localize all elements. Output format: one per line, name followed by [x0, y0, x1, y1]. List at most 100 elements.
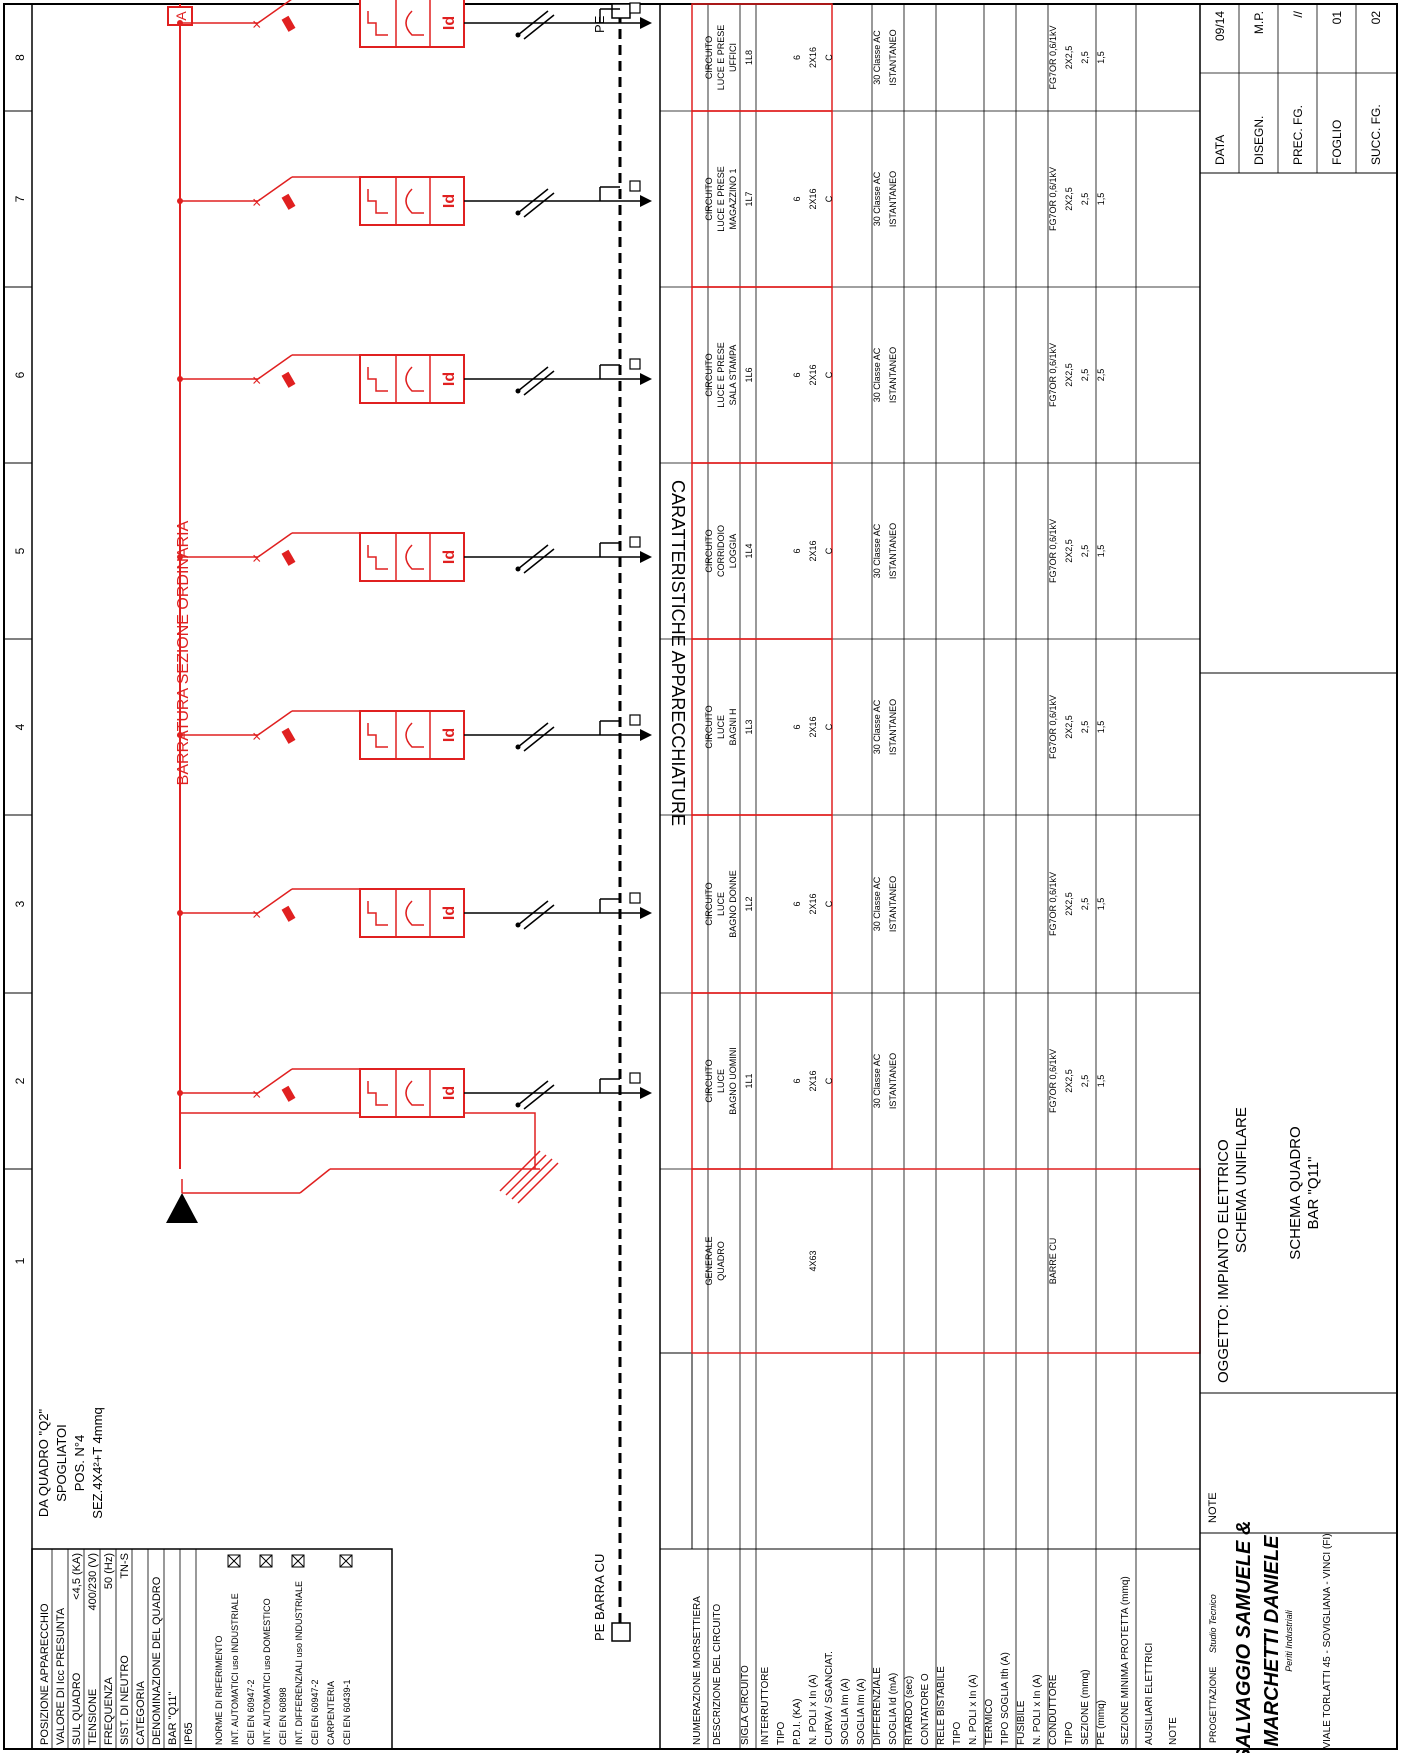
row-label: CONTATORE O	[920, 1673, 931, 1745]
circuit-conductor: FG7OR 0,6/1kV	[1048, 25, 1058, 89]
incoming-line: DA QUADRO "Q2"	[36, 1409, 51, 1518]
row-label: DIFFERENZIALE	[872, 1667, 883, 1745]
circuit-poli: 2X16	[808, 364, 818, 385]
incoming-cable-tick-4	[517, 1162, 559, 1204]
row-label: N. POLI x In (A)	[968, 1674, 979, 1745]
row-label: SEZIONE (mmq)	[1080, 1669, 1091, 1745]
circuit-pe: 2,5	[1080, 51, 1090, 64]
incoming-line: SPOGLIATOI	[54, 1424, 69, 1502]
terminal-box-icon	[629, 2, 641, 14]
terminal-box-icon	[629, 714, 641, 726]
breaker-operator-icon	[281, 1085, 296, 1102]
circuit-id: 30 Classe AC	[872, 171, 882, 226]
busbar-label: BARRATURA SEZIONE ORDINARIA	[175, 520, 192, 785]
circuit-pe: 2,5	[1080, 1075, 1090, 1088]
circuit-pe: 2,5	[1080, 193, 1090, 206]
circuit-sezione-min: 1,5	[1096, 51, 1106, 64]
circuit-sigla: 1L3	[744, 719, 754, 734]
title-field-label: FOGLIO	[1330, 120, 1344, 165]
circuit-description: LUCE	[716, 715, 726, 739]
column-number: 6	[13, 371, 27, 378]
circuit-pdi: 6	[792, 372, 802, 377]
row-label: P.D.I. (KA)	[792, 1699, 803, 1746]
circuit-description: LUCE	[716, 892, 726, 916]
circuit-ritardo: ISTANTANEO	[888, 171, 898, 227]
info-label: SIST. DI NEUTRO	[119, 1655, 131, 1745]
circuit-sezione: 2X2,5	[1064, 715, 1074, 739]
circuit-description: GENERALE	[704, 1236, 714, 1285]
progettazione-label: PROGETTAZIONE	[1208, 1667, 1218, 1743]
circuit-description: MAGAZZINO 1	[728, 168, 738, 229]
info-block: POSIZIONE APPARECCHIO VALORE DI Icc PRESU…	[31, 1548, 393, 1750]
circuit-sezione: 2X2,5	[1064, 1069, 1074, 1093]
row-label: DESCRIZIONE DEL CIRCUITO	[712, 1604, 723, 1745]
row-label: N. POLI x In (A)	[808, 1674, 819, 1745]
breaker-x-icon: ×	[249, 20, 266, 29]
circuit-poli: 2X16	[808, 188, 818, 209]
circuit-description: BAGNO DONNE	[728, 870, 738, 938]
row-label: SEZIONE MINIMA PROTETTA (mmq)	[1120, 1576, 1131, 1745]
circuit-pe: 2,5	[1080, 369, 1090, 382]
circuit-conductor: FG7OR 0,6/1kV	[1048, 343, 1058, 407]
circuit-description: LUCE E PRESE	[716, 342, 726, 408]
circuit-branch: × Id	[177, 532, 652, 582]
row-label: N. POLI x In (A)	[1032, 1674, 1043, 1745]
table-header: CARATTERISTICHE APPARECCHIATURE	[668, 480, 688, 826]
circuit-curva: C	[824, 547, 834, 554]
pe-bar-label: PE BARRA CU	[592, 1554, 607, 1641]
info-label: BAR "Q11"	[167, 1691, 179, 1745]
terminal-arrow-icon	[640, 907, 652, 919]
circuit-sezione-min: 1,5	[1096, 193, 1106, 206]
row-labels: NUMERAZIONE MORSETTIERA DESCRIZIONE DEL C…	[692, 1576, 1179, 1745]
info-label: CATEGORIA	[135, 1680, 147, 1745]
differential-id-icon: Id	[441, 550, 458, 564]
row-label: TIPO	[776, 1721, 787, 1745]
incoming-feed-line	[180, 1112, 536, 1169]
circuit-conductor: FG7OR 0,6/1kV	[1048, 519, 1058, 583]
circuit-description: CIRCUITO	[704, 882, 714, 925]
row-label: NUMERAZIONE MORSETTIERA	[692, 1596, 703, 1745]
info-value: <4,5 (KA)	[71, 1553, 83, 1600]
circuit-sezione: 2X2,5	[1064, 539, 1074, 563]
circuit-description: LUCE	[716, 1069, 726, 1093]
breaker-x-icon: ×	[249, 376, 266, 385]
circuit-description: BAGNI H	[728, 708, 738, 745]
schema-label: SCHEMA UNIFILARE	[1233, 1107, 1250, 1253]
norm-line: NORME DI RIFERIMENTO	[214, 1636, 224, 1745]
magnetic-icon	[405, 188, 424, 214]
circuit-id: 30 Classe AC	[872, 876, 882, 931]
norms-list: NORME DI RIFERIMENTO INT. AUTOMATICI uso …	[214, 1554, 353, 1745]
norm-line: CEI EN 60947-2	[310, 1679, 320, 1745]
column-number: 3	[13, 900, 27, 907]
circuit-sezione-min: 1,5	[1096, 545, 1106, 558]
circuit-description: LUCE E PRESE	[716, 25, 726, 91]
row-label: RITARDO (sec)	[904, 1676, 915, 1745]
incoming-line: POS. N°4	[72, 1435, 87, 1492]
thermal-icon	[367, 901, 388, 926]
info-label: FREQUENZA	[103, 1677, 115, 1746]
circuit-curva: C	[824, 195, 834, 202]
circuit-branches: ×Id×Id×Id×Id×Id×Id×Id	[177, 0, 652, 1118]
column-number: 1	[13, 1257, 27, 1264]
differential-id-icon: Id	[441, 728, 458, 742]
circuit-poli: 2X16	[808, 716, 818, 737]
circuit-description: CIRCUITO	[704, 1059, 714, 1102]
info-label: POSIZIONE APPARECCHIO	[39, 1603, 51, 1745]
breaker-x-icon: ×	[249, 554, 266, 563]
breaker-operator-icon	[281, 371, 296, 388]
norm-line: CEI EN 60947-2	[246, 1679, 256, 1745]
info-label: VALORE DI Icc PRESUNTA	[55, 1607, 67, 1745]
row-label: TIPO SOGLIA Ith (A)	[1000, 1652, 1011, 1745]
info-label: SUL QUADRO	[71, 1672, 83, 1745]
breaker-operator-icon	[281, 905, 296, 922]
magnetic-icon	[405, 722, 424, 748]
thermal-icon	[367, 1081, 388, 1106]
norm-line: INT. AUTOMATICI uso DOMESTICO	[262, 1598, 272, 1745]
circuit-highlight	[691, 3, 833, 112]
pe-label: PE	[592, 15, 607, 33]
circuit-sezione-min: 1,5	[1096, 898, 1106, 911]
circuit-ritardo: ISTANTANEO	[888, 699, 898, 755]
circuit-description: CIRCUITO	[704, 705, 714, 748]
incoming-cable-tick-3	[511, 1158, 553, 1200]
